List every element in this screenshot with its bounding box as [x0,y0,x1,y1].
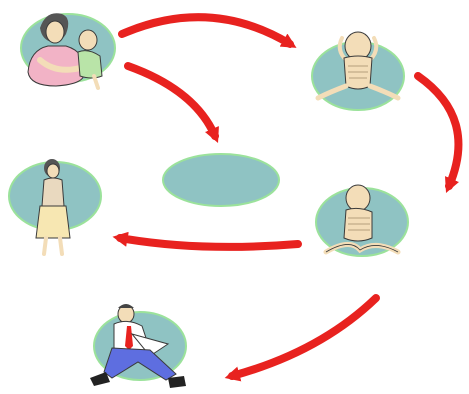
emaciated-infant-illustration [311,31,405,111]
arrow-mother-to-center [124,62,219,143]
arrow-mother-to-infant [118,13,297,48]
malnourished-seated-child-illustration [315,184,409,257]
running-man-illustration [90,304,187,388]
arrow-child-to-woman [112,231,302,251]
arrow-infant-to-child [414,72,463,193]
mother-holding-child-illustration [20,13,116,90]
center-ellipse [162,153,280,207]
arrow-child-to-running-man [224,294,380,382]
thin-standing-woman-illustration [8,159,102,256]
